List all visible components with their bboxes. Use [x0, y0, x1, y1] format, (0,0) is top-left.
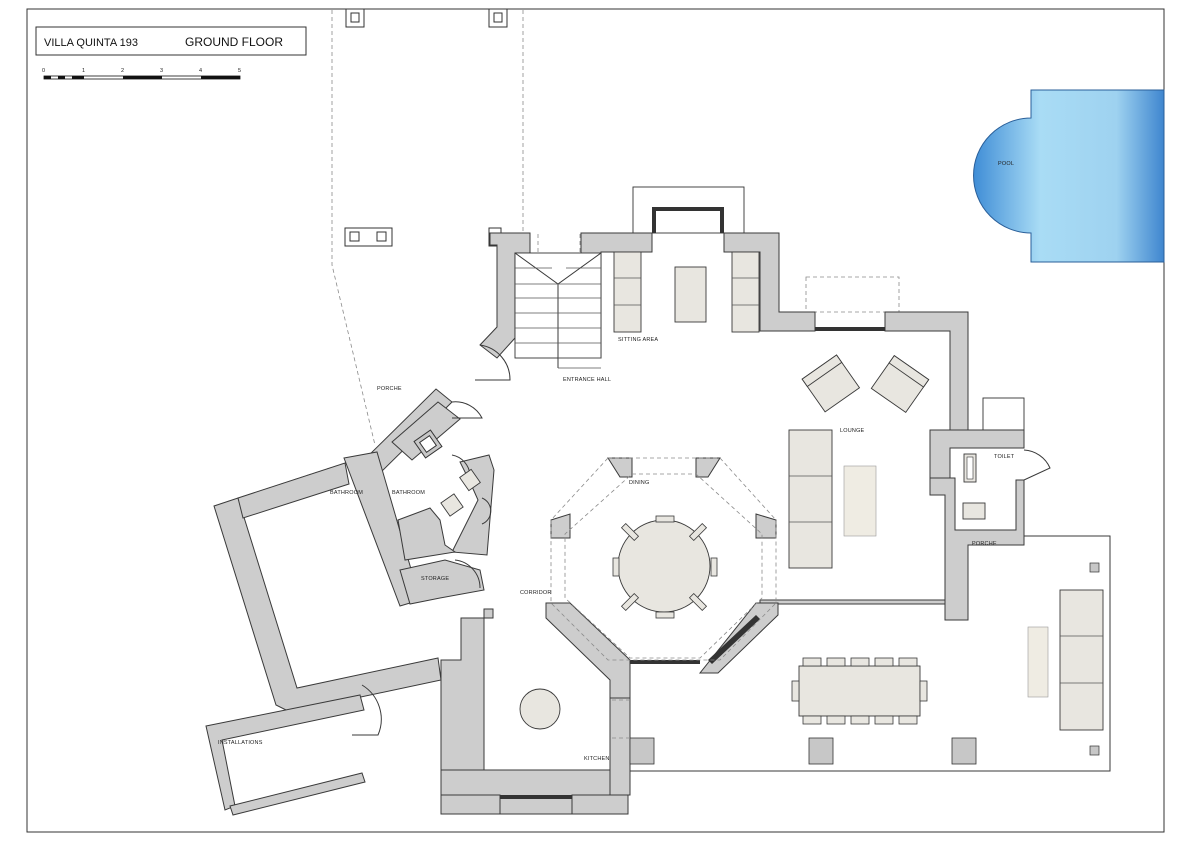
pool: POOL	[973, 89, 1165, 263]
project-title: VILLA QUINTA 193	[44, 37, 138, 49]
bathroom-fixtures	[413, 429, 481, 517]
label-bathroom-2: BATHROOM	[392, 490, 425, 496]
label-toilet: TOILET	[994, 454, 1015, 460]
floor-title: GROUND FLOOR	[185, 35, 283, 49]
title-block: VILLA QUINTA 193 GROUND FLOOR	[35, 26, 307, 56]
sitting-area-furniture	[613, 251, 760, 333]
label-lounge: LOUNGE	[840, 428, 865, 434]
pool-label: POOL	[998, 161, 1014, 167]
porch-furniture	[612, 562, 1104, 765]
label-bathroom-1: BATHROOM	[330, 490, 363, 496]
label-kitchen: KITCHEN	[584, 756, 610, 762]
label-dining: DINING	[629, 480, 649, 486]
doors	[352, 344, 1051, 736]
kitchen-table	[519, 688, 561, 730]
scale-tick-2: 2	[121, 68, 124, 74]
label-porche-right: PORCHE	[972, 541, 997, 547]
scale-bar: 0 1 2 3 4 5	[42, 68, 241, 80]
staircase	[514, 252, 602, 369]
room-labels: PORCHE ENTRANCE HALL SITTING AREA LOUNGE…	[218, 337, 1015, 762]
scale-tick-4: 4	[199, 68, 202, 74]
label-porche-left: PORCHE	[377, 386, 402, 392]
scale-tick-0: 0	[42, 68, 45, 74]
toilet-fixtures	[962, 453, 986, 520]
sheet-frame	[26, 8, 1165, 833]
dining-furniture	[550, 457, 777, 661]
scale-tick-5: 5	[238, 68, 241, 74]
lounge-furniture	[788, 354, 930, 569]
label-sitting-area: SITTING AREA	[618, 337, 658, 343]
scale-tick-3: 3	[160, 68, 163, 74]
label-entrance-hall: ENTRANCE HALL	[563, 377, 611, 383]
label-storage: STORAGE	[421, 576, 449, 582]
scale-tick-1: 1	[82, 68, 85, 74]
label-corridor: CORRIDOR	[520, 590, 552, 596]
label-installations: INSTALLATIONS	[218, 740, 263, 746]
